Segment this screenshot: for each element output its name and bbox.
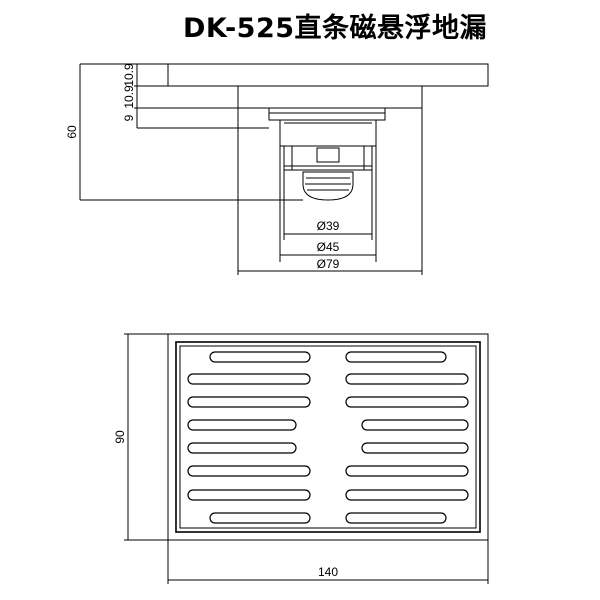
magnet-block [316,147,340,163]
flange-plate [167,63,489,87]
grate-slot-left [187,396,311,408]
dim-d39: Ø39 [317,219,340,233]
float-cage [283,145,373,171]
grate-slot-left [187,373,311,385]
grate-slot-right [361,419,469,431]
drawing-title: DK-525直条磁悬浮地漏 [182,13,488,44]
dim-d45: Ø45 [317,240,340,254]
core-housing [279,119,377,147]
grate-slot-left [187,489,311,501]
grate-slot-right [345,465,469,477]
grate-slot-right [345,373,469,385]
grate-slot-right [345,351,447,363]
slots-right [345,351,469,524]
slots-left [187,351,311,524]
grate-slot-left [187,442,297,454]
dim-width: 140 [318,565,338,579]
grate-slot-right [345,489,469,501]
grate-frame [175,341,481,533]
dim-total-height: 60 [65,125,79,139]
grate-slot-left [209,512,311,524]
grate-slot-right [361,442,469,454]
grate-slot-left [209,351,311,363]
neck [268,107,386,121]
dim-step: 10.9 [122,85,136,109]
dim-height: 90 [113,430,127,444]
side-view: 60 10.9 10.9 9 Ø39 Ø45 Ø79 [65,63,489,275]
dim-neck: 9 [122,114,136,121]
outer-frame [167,333,489,541]
grate-slot-right [345,396,469,408]
grate-slot-left [187,465,311,477]
grate-slot-left [187,419,297,431]
step-body [237,85,423,109]
top-view: 140 90 [113,333,489,584]
dim-d79: Ø79 [317,257,340,271]
float-dome [302,171,354,201]
dim-flange: 10.9 [122,63,136,87]
grate-slot-right [345,512,447,524]
